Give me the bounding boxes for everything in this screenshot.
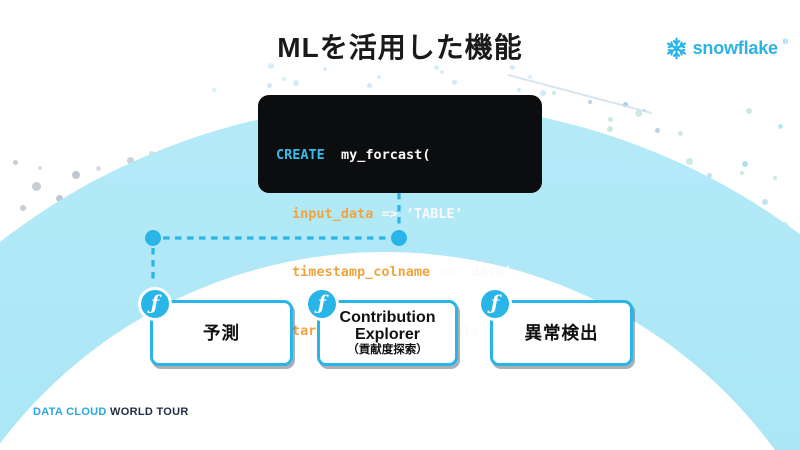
feature-label-line: Explorer <box>355 326 420 343</box>
footer-tour: WORLD TOUR <box>110 406 189 418</box>
footer: DATA CLOUD WORLD TOUR <box>33 406 189 418</box>
connector-node <box>391 230 407 246</box>
footer-brand: DATA CLOUD <box>33 406 107 418</box>
sql-keyword: CREATE <box>276 147 325 163</box>
decorative-dot <box>588 100 592 104</box>
decorative-dot <box>267 83 272 88</box>
feature-label: 予測 <box>203 322 240 343</box>
decorative-dot <box>127 157 134 164</box>
sql-text: => ’TABLE’ <box>373 205 463 222</box>
decorative-dot <box>323 67 327 71</box>
decorative-dot <box>635 110 642 117</box>
decorative-dot <box>510 65 515 70</box>
decorative-dot <box>268 63 274 69</box>
decorative-dot <box>528 75 532 79</box>
sql-code-block: CREATE my_forcast( input_data => ’TABLE’… <box>258 95 542 339</box>
decorative-dot <box>367 83 372 88</box>
decorative-dot <box>377 75 381 79</box>
page-title: MLを活用した機能 <box>277 32 523 63</box>
decorative-dot <box>517 88 521 92</box>
snowflake-icon <box>666 37 686 60</box>
decorative-dot <box>452 80 457 85</box>
snowflake-wordmark: snowflake <box>692 38 778 58</box>
decorative-dot <box>293 80 299 86</box>
decorative-dot <box>778 124 783 129</box>
code-line: timestamp_colname => ’date’ <box>276 263 542 283</box>
sql-text: my_forcast( <box>324 147 431 163</box>
decorative-dot <box>20 205 26 211</box>
decorative-dot <box>742 161 748 167</box>
feature-label-subtitle: （貢献度探索） <box>347 344 428 356</box>
decorative-dot <box>72 171 80 179</box>
decorative-dot <box>686 158 693 165</box>
sql-param: timestamp_colname <box>292 264 431 280</box>
feature-label-line: Contribution <box>339 309 436 326</box>
feature-label: 異常検出 <box>524 322 599 343</box>
decorative-dot <box>607 126 613 132</box>
decorative-dot <box>746 108 752 114</box>
decorative-dot <box>540 90 546 96</box>
decorative-dot <box>56 195 63 202</box>
feature-label: Contribution Explorer （貢献度探索） <box>340 309 436 357</box>
snowflake-logo: snowflake ® <box>664 36 788 61</box>
function-icon: ƒ <box>478 287 512 321</box>
sql-param: input_data <box>292 205 374 222</box>
decorative-dot <box>212 88 216 92</box>
decorative-dot <box>38 166 42 170</box>
decorative-dot <box>282 77 286 81</box>
decorative-dot <box>655 128 660 133</box>
feature-box-forecast: ƒ 予測 <box>138 287 293 366</box>
registered-mark: ® <box>782 39 788 46</box>
decorative-dot <box>32 182 41 191</box>
decorative-dot <box>678 131 683 136</box>
decorative-dot <box>13 160 18 165</box>
decorative-dot <box>762 199 768 205</box>
feature-box-contribution-explorer: ƒ Contribution Explorer （貢献度探索） <box>305 287 458 366</box>
decorative-dot <box>773 176 777 180</box>
connector-node <box>145 230 161 246</box>
decorative-dot <box>707 173 712 178</box>
code-line: input_data => ’TABLE’ <box>276 205 542 225</box>
feature-box-anomaly-detection: ƒ 異常検出 <box>478 287 633 366</box>
decorative-dot <box>440 70 444 74</box>
decorative-dot <box>552 91 556 95</box>
decorative-dot <box>434 65 439 70</box>
decorative-dot <box>608 117 613 122</box>
function-icon: ƒ <box>138 287 172 321</box>
sql-text: => ’date’ <box>430 264 512 280</box>
decorative-dot <box>740 171 744 175</box>
decorative-dot <box>96 166 101 171</box>
code-line: CREATE my_forcast( <box>276 146 542 166</box>
function-icon: ƒ <box>305 287 339 321</box>
